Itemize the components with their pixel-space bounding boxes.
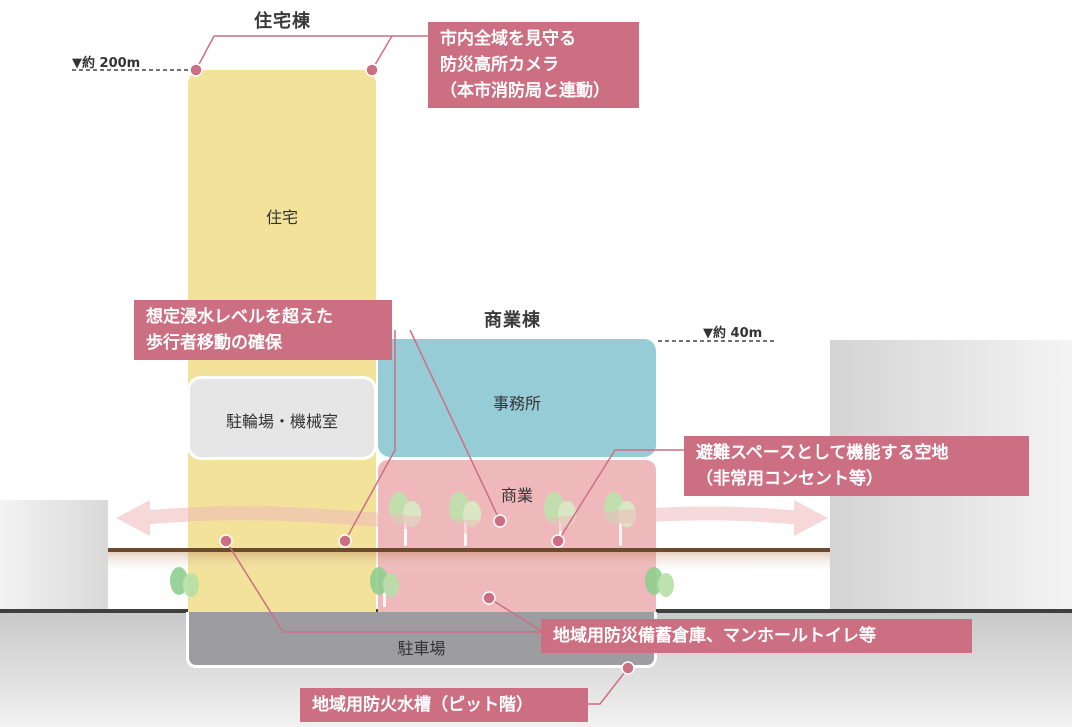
water-tank-marker-dot — [621, 661, 635, 675]
storage-leader-line — [225, 540, 543, 633]
pedestrian-deck — [108, 548, 830, 552]
camera-callout: 市内全域を見守る 防災高所カメラ （本市消防局と連動） — [428, 22, 639, 108]
tree-icon — [370, 567, 399, 607]
bike-machine-room-block — [187, 376, 377, 460]
residential-level-label: ▼約 200m — [72, 56, 141, 71]
housing-label: 住宅 — [265, 208, 298, 227]
walkway-callout-line: 歩行者移動の確保 — [146, 333, 282, 353]
open-space-marker-dot — [551, 534, 565, 548]
open-space-callout-line: 避難スペースとして機能する空地 — [696, 443, 949, 463]
open-space-callout: 避難スペースとして機能する空地 （非常用コンセント等） — [684, 436, 1029, 496]
camera-callout-line: 市内全域を見守る — [440, 29, 576, 49]
parking-label: 駐車場 — [397, 639, 446, 658]
open-space-leader-line — [557, 449, 685, 542]
storage-marker-dot — [482, 591, 496, 605]
tree-icon — [170, 567, 199, 607]
storage-leader-line-2 — [488, 597, 544, 633]
storage-marker-dot — [219, 534, 233, 548]
pedestrian-flow-arrow — [116, 500, 828, 536]
office-label: 事務所 — [492, 394, 541, 413]
camera-callout-line: （本市消防局と連動） — [440, 81, 610, 101]
walkway-marker-dot — [493, 514, 507, 528]
walkway-callout: 想定浸水レベルを超えた 歩行者移動の確保 — [134, 300, 392, 360]
walkway-marker-dot — [338, 534, 352, 548]
camera-marker-dot — [189, 63, 203, 77]
water-tank-leader-line — [588, 667, 629, 705]
commercial-tower-title: 商業棟 — [484, 310, 541, 331]
residential-tower-title: 住宅棟 — [254, 11, 311, 32]
commerce-block — [378, 460, 656, 612]
walkway-leader-line-2 — [409, 329, 501, 522]
water-tank-callout: 地域用防火水槽（ピット階） — [300, 688, 588, 722]
walkway-callout-line: 想定浸水レベルを超えた — [146, 307, 333, 327]
storage-callout: 地域用防災備蓄倉庫、マンホールトイレ等 — [541, 619, 972, 653]
open-space-callout-line: （非常用コンセント等） — [696, 469, 883, 489]
commerce-label: 商業 — [500, 486, 533, 505]
camera-leader-line — [195, 35, 430, 71]
water-tank-callout-line: 地域用防火水槽（ピット階） — [312, 695, 533, 715]
walkway-leader-line — [344, 330, 396, 542]
camera-callout-line: 防災高所カメラ — [440, 55, 559, 75]
bike-machine-room-label: 駐輪場・機械室 — [225, 412, 338, 431]
neighbor-building-left — [0, 500, 108, 612]
tree-icon — [645, 567, 674, 607]
camera-marker-dot — [365, 63, 379, 77]
commercial-level-label: ▼約 40m — [703, 326, 763, 341]
pedestrian-deck-glow — [108, 552, 830, 574]
storage-callout-line: 地域用防災備蓄倉庫、マンホールトイレ等 — [553, 626, 876, 646]
